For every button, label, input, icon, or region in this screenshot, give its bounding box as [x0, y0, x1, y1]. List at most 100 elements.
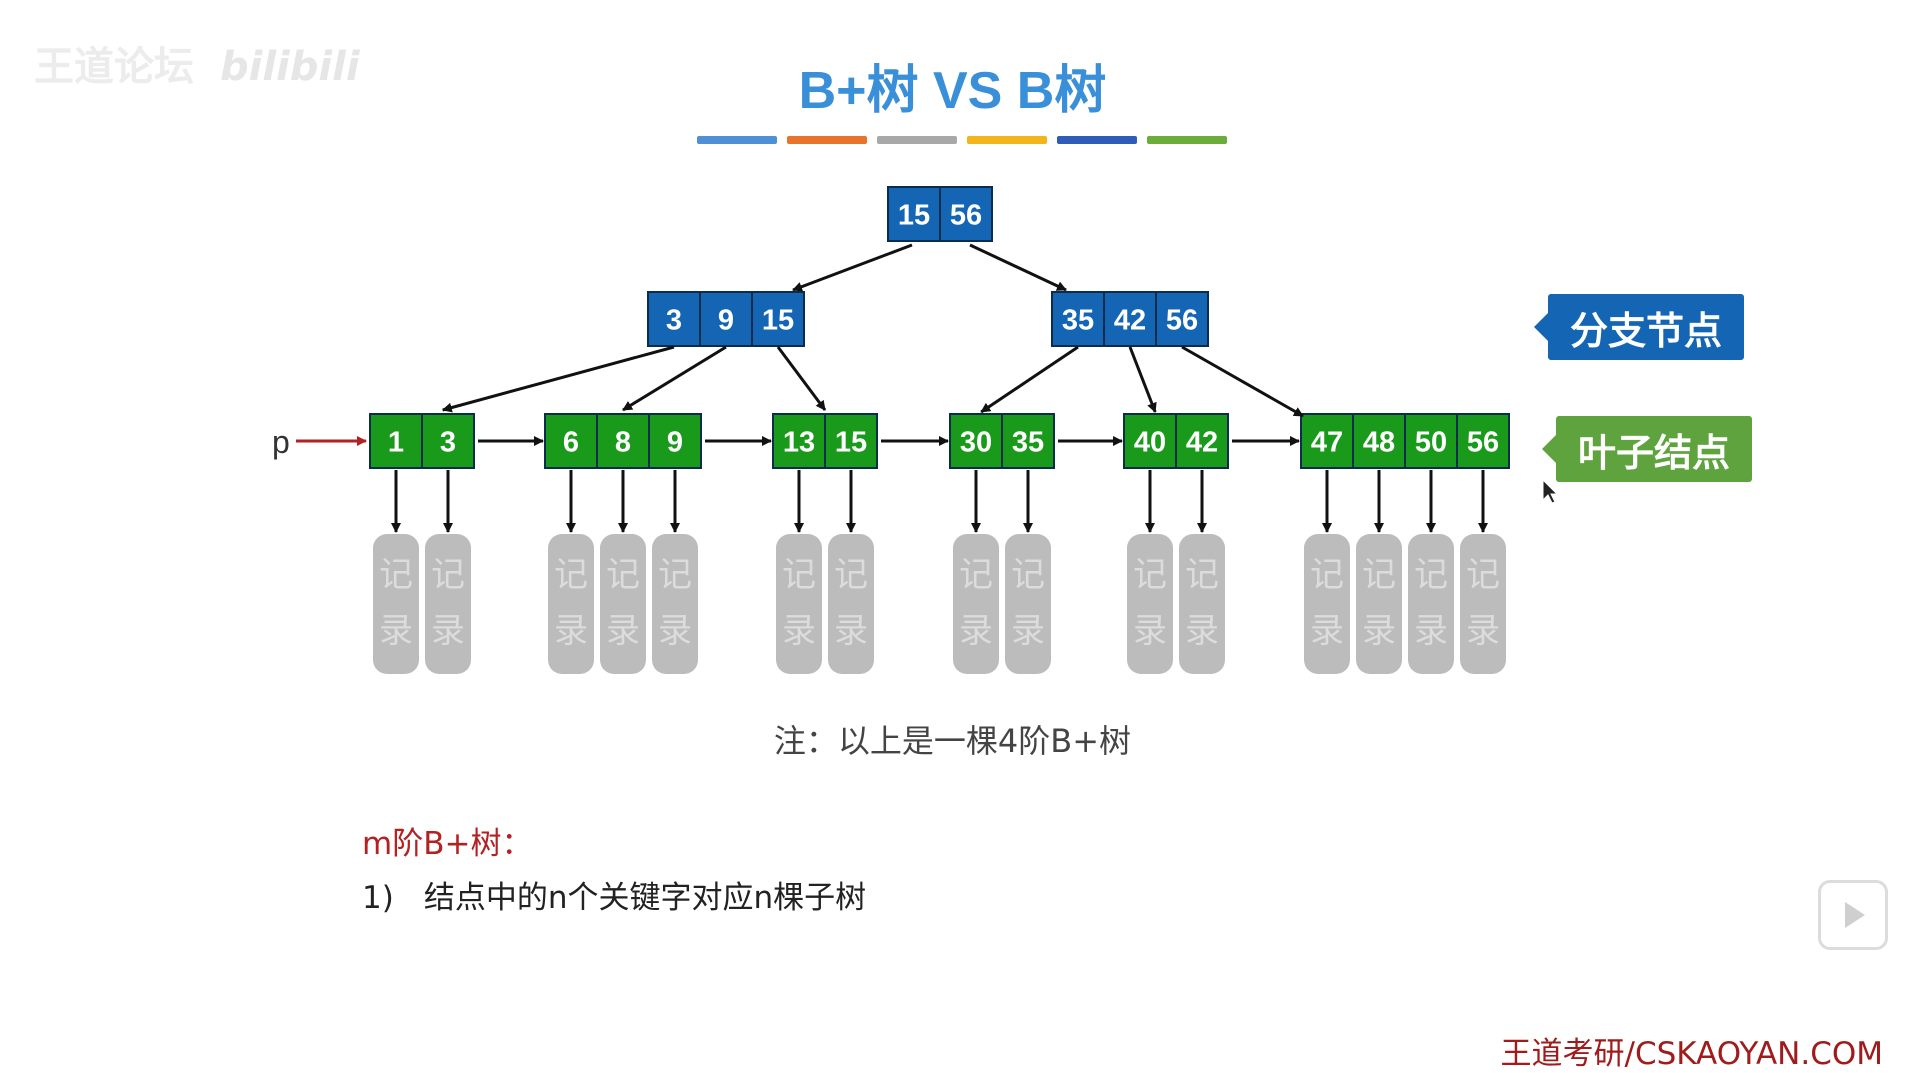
color-bar-segment: [787, 136, 867, 144]
node-cell: [824, 413, 878, 469]
record-label: 录: [959, 611, 993, 651]
record-block: 记录: [1304, 534, 1350, 674]
record-block: 记录: [373, 534, 419, 674]
color-bar-segment: [1057, 136, 1137, 144]
record-shape: [425, 534, 471, 674]
tree-edge-arrow: [792, 243, 913, 292]
record-label: 记: [1011, 555, 1045, 595]
tree-edge-arrow: [969, 243, 1067, 292]
slide-title: B+树 VS B树: [798, 62, 1107, 120]
record-block: 记录: [1408, 534, 1454, 674]
record-label: 记: [606, 555, 640, 595]
record-label: 录: [1011, 611, 1045, 651]
record-shape: [776, 534, 822, 674]
record-block: 记录: [1005, 534, 1051, 674]
leaf-node-callout: 叶子结点: [1542, 416, 1752, 482]
node-key: 42: [1114, 304, 1146, 336]
record-block: 记录: [1460, 534, 1506, 674]
record-shape: [1005, 534, 1051, 674]
node-cell: [1404, 413, 1458, 469]
record-shape: [1179, 534, 1225, 674]
record-label: 录: [1414, 611, 1448, 651]
node-key: 56: [950, 199, 982, 231]
color-bar-segment: [877, 136, 957, 144]
node-key: 8: [615, 426, 631, 458]
record-block: 记录: [1179, 534, 1225, 674]
node-cell: [1155, 291, 1209, 347]
record-shape: [1127, 534, 1173, 674]
record-label: 录: [379, 611, 413, 651]
record-block: 记录: [953, 534, 999, 674]
record-block: 记录: [652, 534, 698, 674]
record-shape: [953, 534, 999, 674]
tree-edge-arrow: [776, 346, 827, 411]
list-item-number: 1): [362, 880, 394, 916]
record-label: 记: [1414, 555, 1448, 595]
list-item: 1) 结点中的n个关键字对应n棵子树: [362, 872, 866, 917]
leaf-node: 13 15: [772, 413, 878, 469]
node-cell: [699, 291, 753, 347]
record-shape: [548, 534, 594, 674]
bilibili-logo-icon: bilibili: [220, 44, 360, 90]
node-key: 9: [667, 426, 683, 458]
record-label: 录: [606, 611, 640, 651]
tree-edge-arrow: [1181, 345, 1304, 418]
record-label: 录: [1133, 611, 1167, 651]
record-label: 录: [1362, 611, 1396, 651]
record-block: 记录: [828, 534, 874, 674]
record-block: 记录: [600, 534, 646, 674]
branch-node-label: 分支节点: [1569, 308, 1722, 353]
node-key: 35: [1062, 304, 1094, 336]
record-shape: [373, 534, 419, 674]
node-cell: [421, 413, 475, 469]
list-item-text: 结点中的n个关键字对应n棵子树: [423, 880, 867, 916]
record-label: 记: [379, 555, 413, 595]
record-label: 记: [1310, 555, 1344, 595]
callout-notch-icon: [1534, 313, 1548, 341]
record-block: 记录: [425, 534, 471, 674]
node-cell: [369, 413, 423, 469]
tree-edge-arrow: [980, 345, 1079, 414]
record-shape: [1408, 534, 1454, 674]
pointer-p-label: p: [272, 424, 290, 460]
record-shape: [600, 534, 646, 674]
record-shape: [652, 534, 698, 674]
node-key: 9: [718, 304, 734, 336]
footer-brand: 王道考研/CSKAOYAN.COM: [1500, 1036, 1884, 1072]
node-cell: [1300, 413, 1354, 469]
tree-edge-arrow: [441, 345, 675, 413]
record-label: 记: [554, 555, 588, 595]
record-label: 录: [658, 611, 692, 651]
node-key: 40: [1134, 426, 1166, 458]
record-block: 记录: [776, 534, 822, 674]
node-key: 48: [1363, 426, 1395, 458]
node-key: 13: [783, 426, 815, 458]
node-cell: [939, 186, 993, 242]
node-cell: [887, 186, 941, 242]
callout-notch-icon: [1542, 435, 1556, 463]
color-bar-segment: [1147, 136, 1227, 144]
record-label: 记: [959, 555, 993, 595]
node-cell: [1352, 413, 1406, 469]
play-button-icon[interactable]: [1818, 880, 1888, 950]
record-block: 记录: [548, 534, 594, 674]
node-cell: [596, 413, 650, 469]
record-label: 录: [834, 611, 868, 651]
node-key: 1: [388, 426, 404, 458]
diagram-note: 注：以上是一棵4阶B+树: [773, 722, 1132, 760]
node-key: 15: [835, 426, 867, 458]
node-key: 47: [1311, 426, 1343, 458]
node-cell: [648, 413, 702, 469]
record-shape: [1356, 534, 1402, 674]
record-label: 记: [431, 555, 465, 595]
leaf-node-label: 叶子结点: [1577, 430, 1730, 475]
